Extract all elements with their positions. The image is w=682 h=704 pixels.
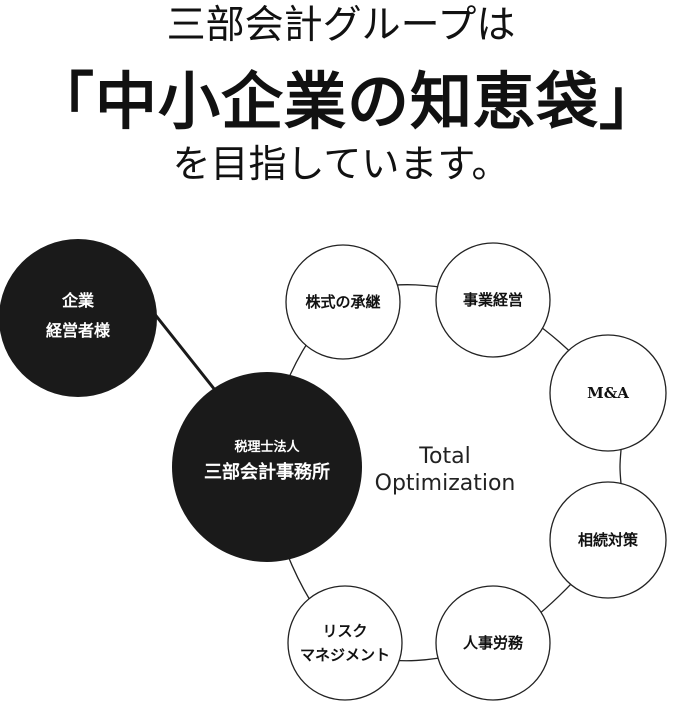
service-circle [435,585,551,701]
service-label-hr-labor: 人事労務 [462,634,524,652]
service-label-risk-management: リスク マネジメント [300,619,390,667]
service-circle [287,585,403,701]
service-label-business-management: 事業経営 [462,291,524,309]
service-label-m-and-a: M&A [587,384,629,402]
service-circle [285,244,401,360]
center-label-line2: Optimization [374,471,516,496]
service-label-share-succession: 株式の承継 [305,293,381,311]
client-label: 企業 経営者様 [46,286,110,346]
total-optimization-label: Total Optimization [375,443,516,497]
client-label-line1: 企業 [61,291,95,310]
firm-label: 税理士法人 三部会計事務所 [204,437,330,487]
heading-line-3: を目指しています。 [172,142,510,186]
heading-main-slogan: 「中小企業の知恵袋」 [31,65,662,138]
service-circle [549,334,667,452]
client-circle [0,239,157,397]
heading-line-1: 三部会計グループは [166,3,516,48]
firm-label-line2: 三部会計事務所 [204,462,330,483]
center-label-line1: Total [419,444,471,469]
service-circle [549,481,667,599]
firm-circle [172,372,362,562]
firm-label-line1: 税理士法人 [234,440,300,455]
risk-label-line1: リスク [322,622,368,640]
service-circle [435,242,551,358]
service-label-inheritance: 相続対策 [577,531,639,549]
risk-label-line2: マネジメント [299,646,391,664]
client-label-line2: 経営者様 [45,321,111,340]
